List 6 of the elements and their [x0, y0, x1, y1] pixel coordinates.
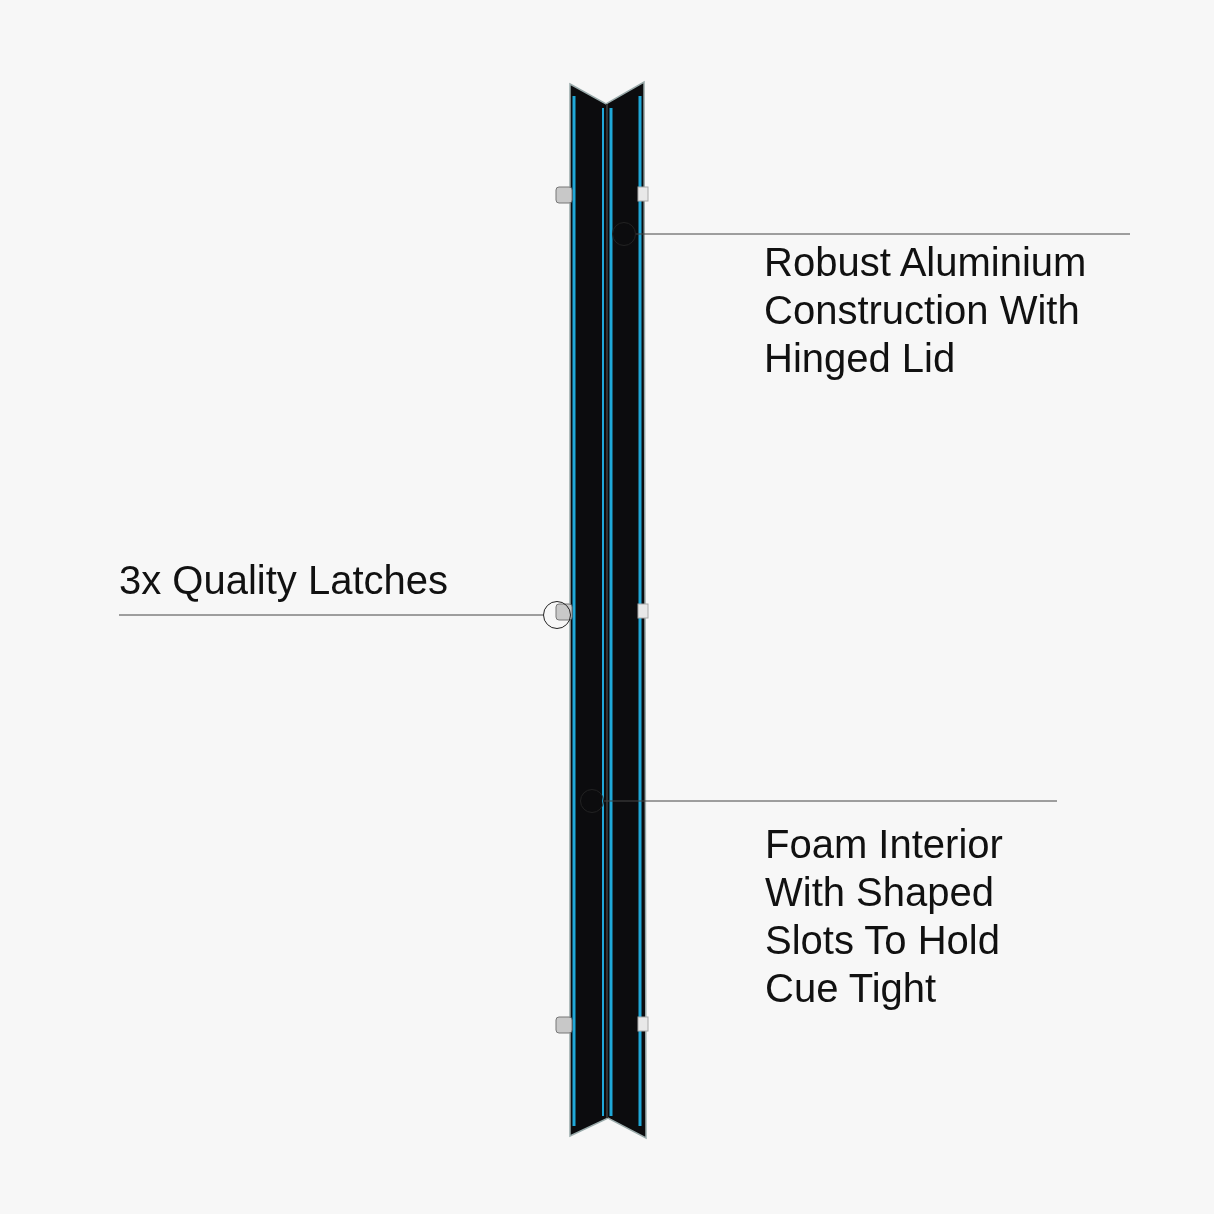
callout-text: Foam Interior With Shaped Slots To Hold Cue Tight	[765, 820, 1055, 1012]
leader-line	[118, 614, 544, 616]
leader-line	[603, 800, 1058, 802]
callout-text: 3x Quality Latches	[119, 556, 539, 604]
callout-text: Robust Aluminium Construction With Hinged Lid	[764, 238, 1154, 382]
leader-line	[635, 233, 1131, 235]
